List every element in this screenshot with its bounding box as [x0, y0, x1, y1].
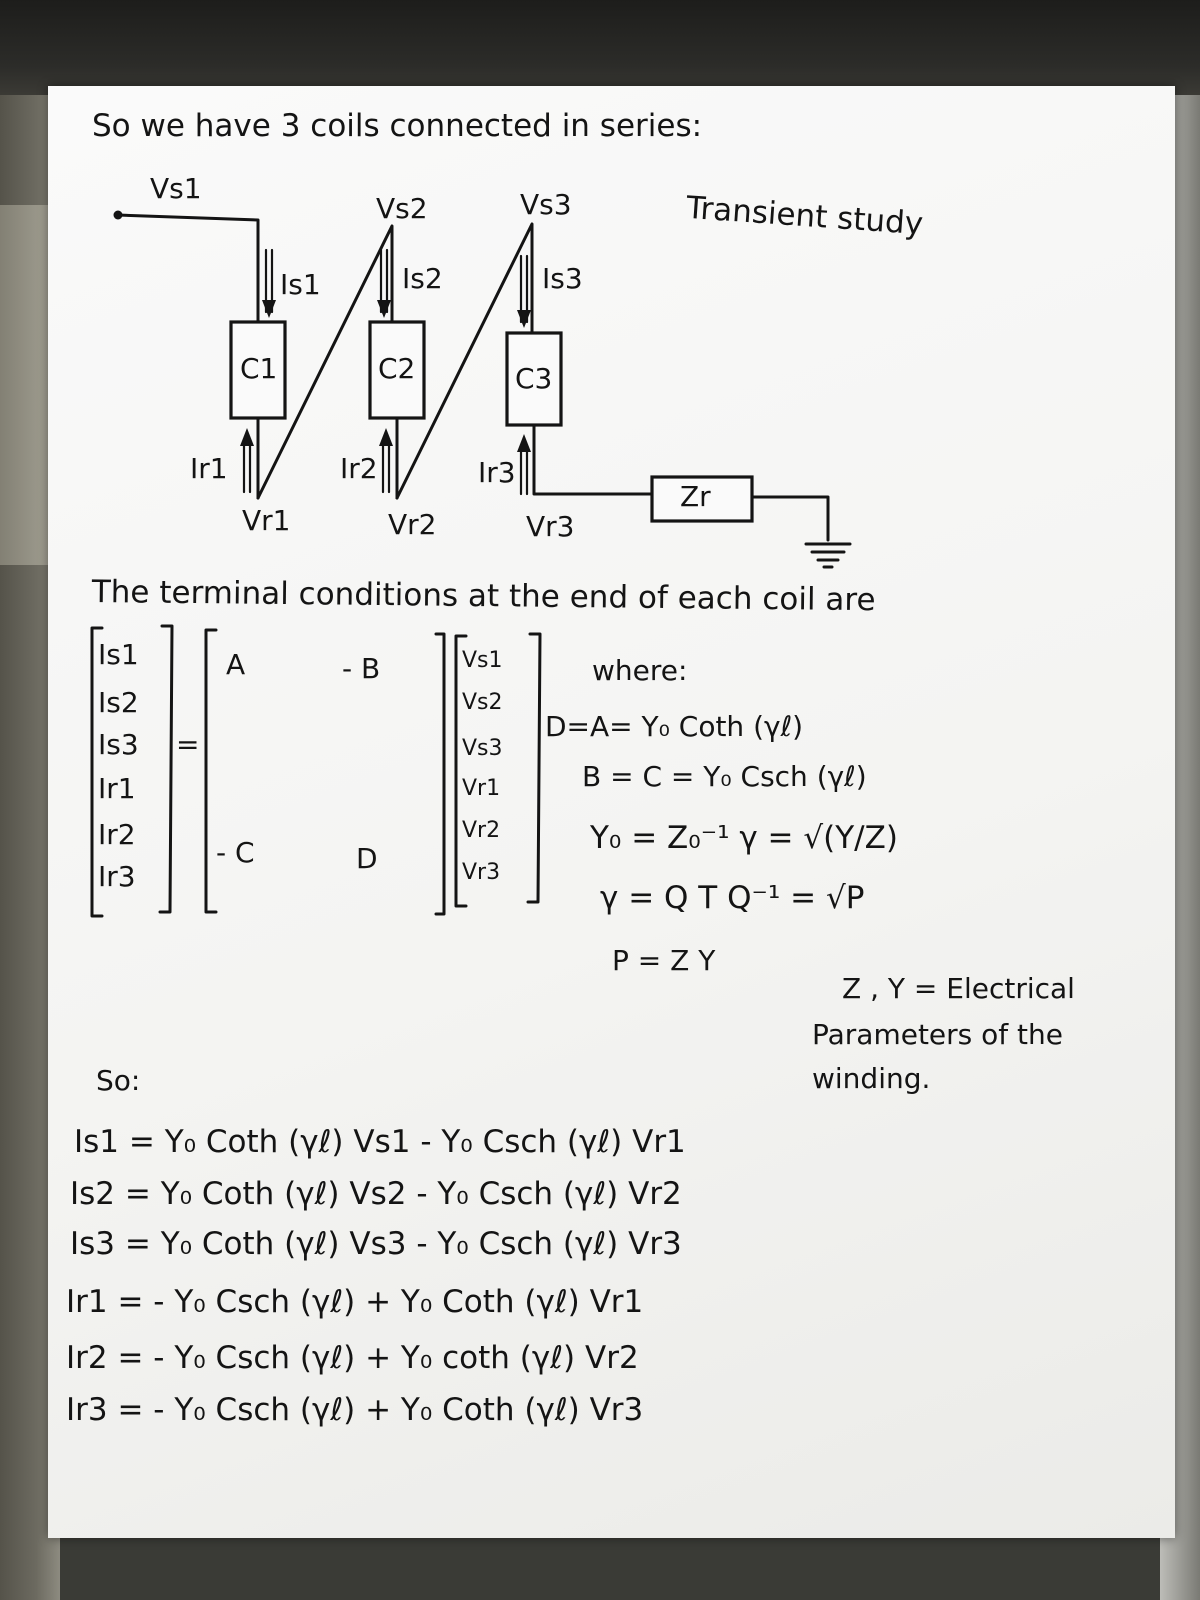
rhs-bracket-left [454, 634, 468, 908]
lhs-ir2: Ir2 [98, 818, 136, 851]
note-line-1: Z , Y = Electrical [842, 972, 1075, 1005]
ground-icon [804, 542, 852, 569]
wire-input-c1 [116, 213, 260, 324]
equation-is3: Is3 = Y₀ Coth (γℓ) Vs3 - Y₀ Csch (γℓ) Vr… [70, 1226, 682, 1262]
ir3-arrow-icon [517, 434, 531, 496]
wire-zr-ground [750, 495, 830, 542]
label-ir2: Ir2 [340, 452, 378, 485]
matrix-equals: = [176, 728, 200, 761]
lhs-is3: Is3 [98, 728, 139, 761]
rhs-bracket-right [526, 632, 542, 904]
lhs-ir1: Ir1 [98, 772, 136, 805]
equation-is1: Is1 = Y₀ Coth (γℓ) Vs1 - Y₀ Csch (γℓ) Vr… [74, 1124, 686, 1160]
rhs-vr3: Vr3 [462, 860, 501, 885]
where-label: where: [592, 654, 688, 687]
where-line-3: Y₀ = Z₀⁻¹ γ = √(Y/Z) [590, 820, 898, 856]
label-is1: Is1 [280, 268, 321, 301]
label-ir1: Ir1 [190, 452, 228, 485]
ir2-arrow-icon [379, 428, 393, 494]
block-c: - C [216, 836, 255, 869]
block-b: - B [342, 652, 381, 685]
label-is3: Is3 [542, 262, 583, 295]
label-c1: C1 [240, 352, 278, 385]
label-ir3: Ir3 [478, 456, 516, 489]
is2-arrow-icon [377, 248, 391, 318]
lhs-is2: Is2 [98, 686, 139, 719]
label-vr1: Vr1 [242, 504, 291, 537]
label-is2: Is2 [402, 262, 443, 295]
where-line-2: B = C = Y₀ Csch (γℓ) [582, 760, 867, 793]
rhs-vs2: Vs2 [462, 690, 503, 715]
equation-ir2: Ir2 = - Y₀ Csch (γℓ) + Y₀ coth (γℓ) Vr2 [66, 1340, 639, 1376]
so-label: So: [96, 1064, 141, 1097]
wire-c1-c2-diagonal [256, 224, 394, 500]
block-bracket-right [434, 632, 446, 916]
rhs-vs3: Vs3 [462, 736, 503, 761]
is1-arrow-icon [262, 248, 276, 318]
label-vs1: Vs1 [150, 172, 202, 205]
equation-is2: Is2 = Y₀ Coth (γℓ) Vs2 - Y₀ Csch (γℓ) Vr… [70, 1176, 682, 1212]
intro-text: So we have 3 coils connected in series: [92, 108, 703, 144]
label-vr3: Vr3 [526, 510, 575, 543]
wire-c3-zr [532, 423, 654, 496]
lhs-bracket-right [158, 624, 174, 914]
coil-c2-box [368, 320, 426, 420]
block-bracket-left [204, 628, 218, 914]
rhs-vs1: Vs1 [462, 648, 503, 673]
where-line-5: P = Z Y [612, 944, 716, 977]
note-line-3: winding. [812, 1062, 931, 1095]
equation-ir1: Ir1 = - Y₀ Csch (γℓ) + Y₀ Coth (γℓ) Vr1 [66, 1284, 644, 1320]
label-vs3: Vs3 [520, 188, 572, 221]
label-c3: C3 [515, 362, 553, 395]
block-d: D [356, 842, 378, 875]
coil-c3-box [505, 331, 563, 427]
label-vr2: Vr2 [388, 508, 437, 541]
where-line-1: D=A= Y₀ Coth (γℓ) [545, 710, 804, 743]
wire-c2-c3-diagonal [395, 222, 534, 500]
label-zr: Zr [680, 480, 711, 513]
note-line-2: Parameters of the [812, 1018, 1064, 1051]
label-c2: C2 [378, 352, 416, 385]
lhs-ir3: Ir3 [98, 860, 136, 893]
is3-arrow-icon [517, 254, 531, 328]
label-vs2: Vs2 [376, 192, 428, 225]
block-a: A [226, 648, 246, 681]
load-zr-box [650, 475, 754, 523]
rhs-vr1: Vr1 [462, 776, 501, 801]
lhs-bracket-left [90, 626, 104, 918]
rhs-vr2: Vr2 [462, 818, 501, 843]
ir1-arrow-icon [240, 428, 254, 494]
table-surface-top [0, 0, 1200, 95]
where-line-4: γ = Q T Q⁻¹ = √P [600, 880, 865, 916]
equation-ir3: Ir3 = - Y₀ Csch (γℓ) + Y₀ Coth (γℓ) Vr3 [66, 1392, 644, 1428]
lhs-is1: Is1 [98, 638, 139, 671]
